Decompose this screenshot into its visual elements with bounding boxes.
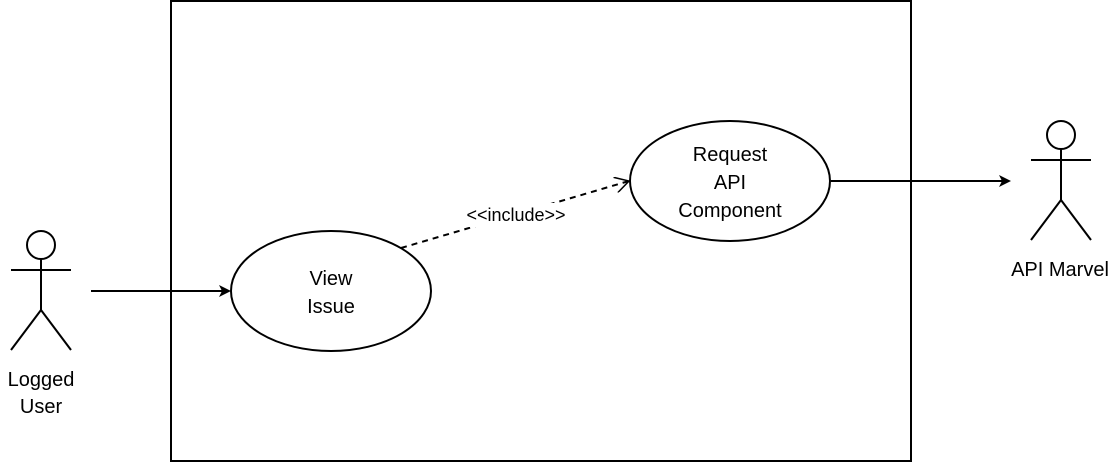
use-case-view-issue-ellipse [230, 230, 432, 352]
actor-logged-user-label-line1: Logged [8, 369, 75, 391]
include-relationship-arrow [400, 181, 629, 249]
actor-api-marvel-label: API Marvel [1011, 259, 1109, 281]
actor-left-leg [1030, 199, 1062, 241]
actor-right-leg [40, 309, 72, 351]
use-case-request-api-component-label-line1: Request [693, 144, 768, 166]
use-case-request-api-component: Request API Component [629, 120, 831, 242]
use-case-view-issue: View Issue [230, 230, 432, 352]
actor-logged-user-label-line2: User [20, 396, 63, 418]
actor-head-icon [26, 230, 56, 260]
use-case-view-issue-label-line2: Issue [307, 296, 355, 318]
use-case-request-api-component-label-line2: API [714, 172, 746, 194]
use-case-view-issue-label-line1: View [310, 268, 354, 290]
use-case-request-api-component-label-line3: Component [678, 200, 782, 222]
actor-api-marvel: API Marvel [1011, 120, 1109, 281]
actor-head-icon [1046, 120, 1076, 150]
system-boundary [170, 0, 912, 462]
actor-logged-user: Logged User [8, 230, 75, 418]
actor-left-leg [10, 309, 42, 351]
include-label-background [454, 203, 578, 227]
actor-right-leg [1060, 199, 1092, 241]
include-label: <<include>> [466, 205, 565, 225]
